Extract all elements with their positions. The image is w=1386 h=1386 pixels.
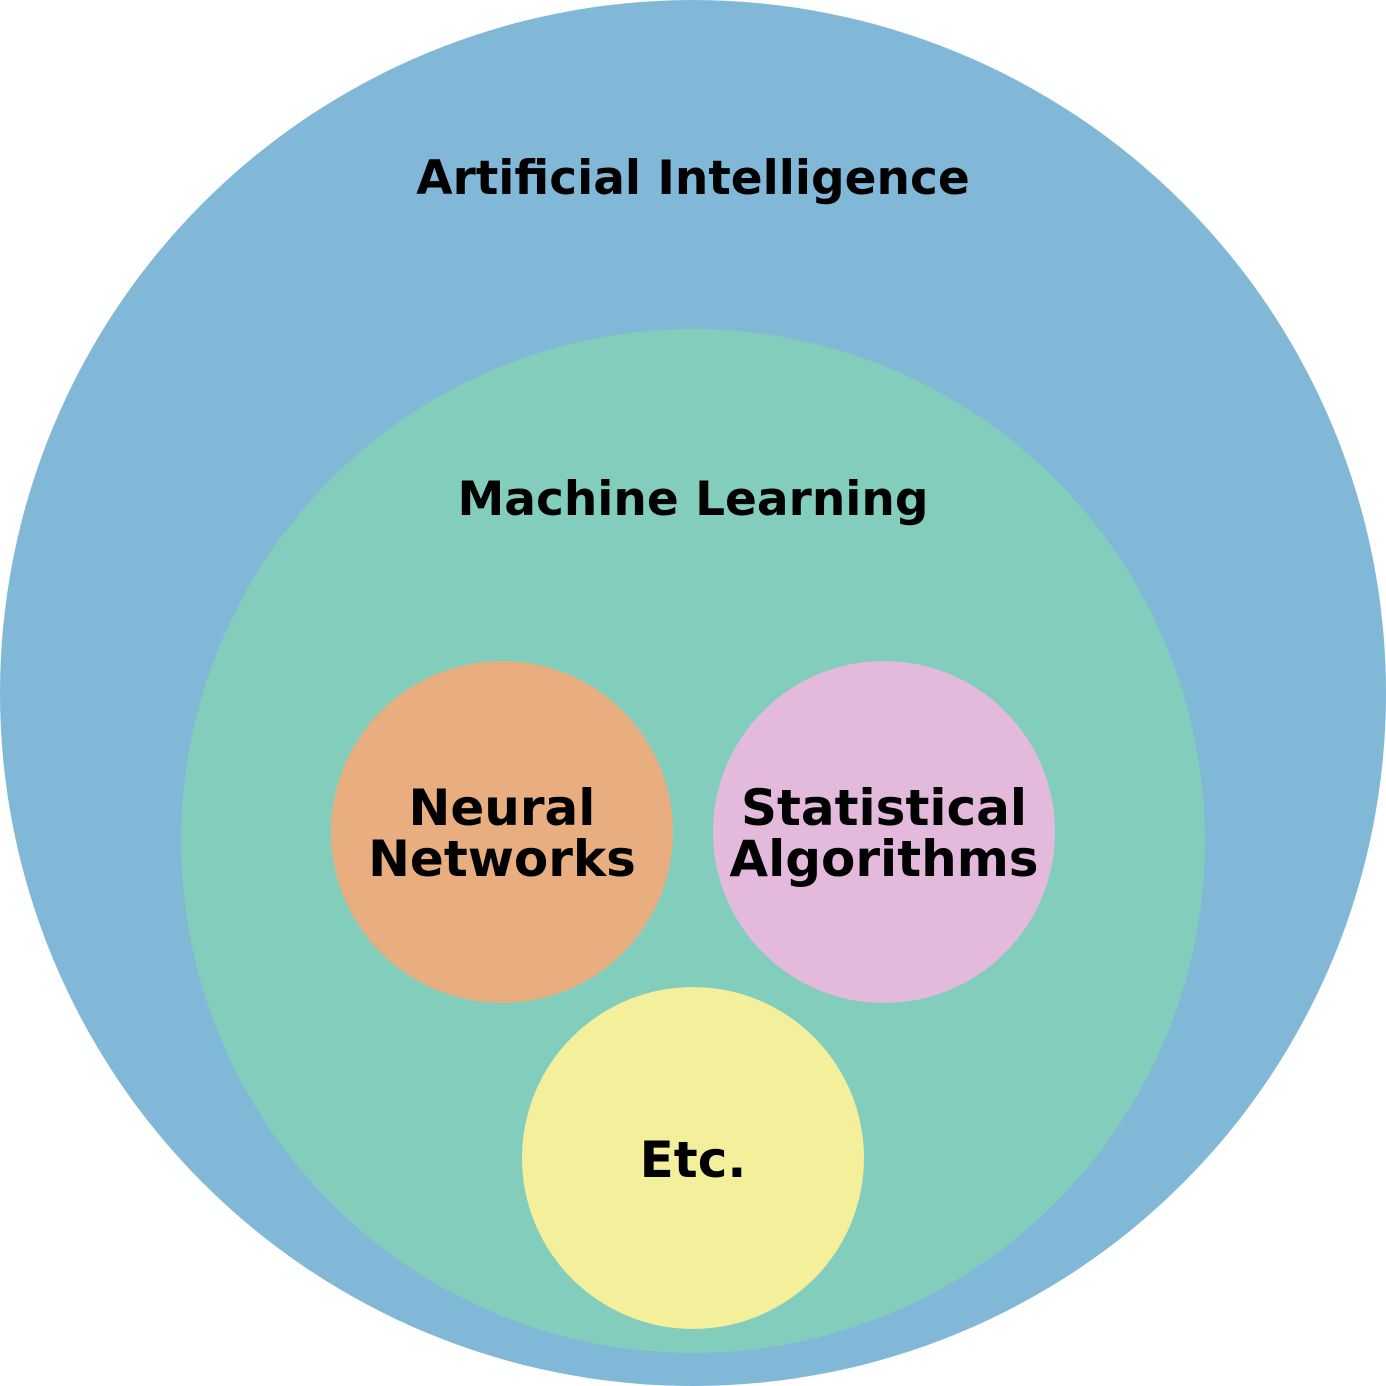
artificial-intelligence-label: Artificial Intelligence (416, 151, 969, 206)
statistical-algorithms-label-line1: Statistical (741, 779, 1027, 837)
machine-learning-circle (181, 329, 1205, 1353)
statistical-algorithms-circle (713, 661, 1055, 1003)
neural-networks-label-line1: Neural (409, 779, 596, 837)
etc-circle (522, 987, 864, 1329)
neural-networks-circle (331, 661, 673, 1003)
neural-networks-label-line2: Networks (368, 830, 636, 888)
statistical-algorithms-label-line2: Algorithms (729, 830, 1038, 888)
etc-label: Etc. (640, 1131, 747, 1189)
machine-learning-label: Machine Learning (457, 472, 928, 527)
